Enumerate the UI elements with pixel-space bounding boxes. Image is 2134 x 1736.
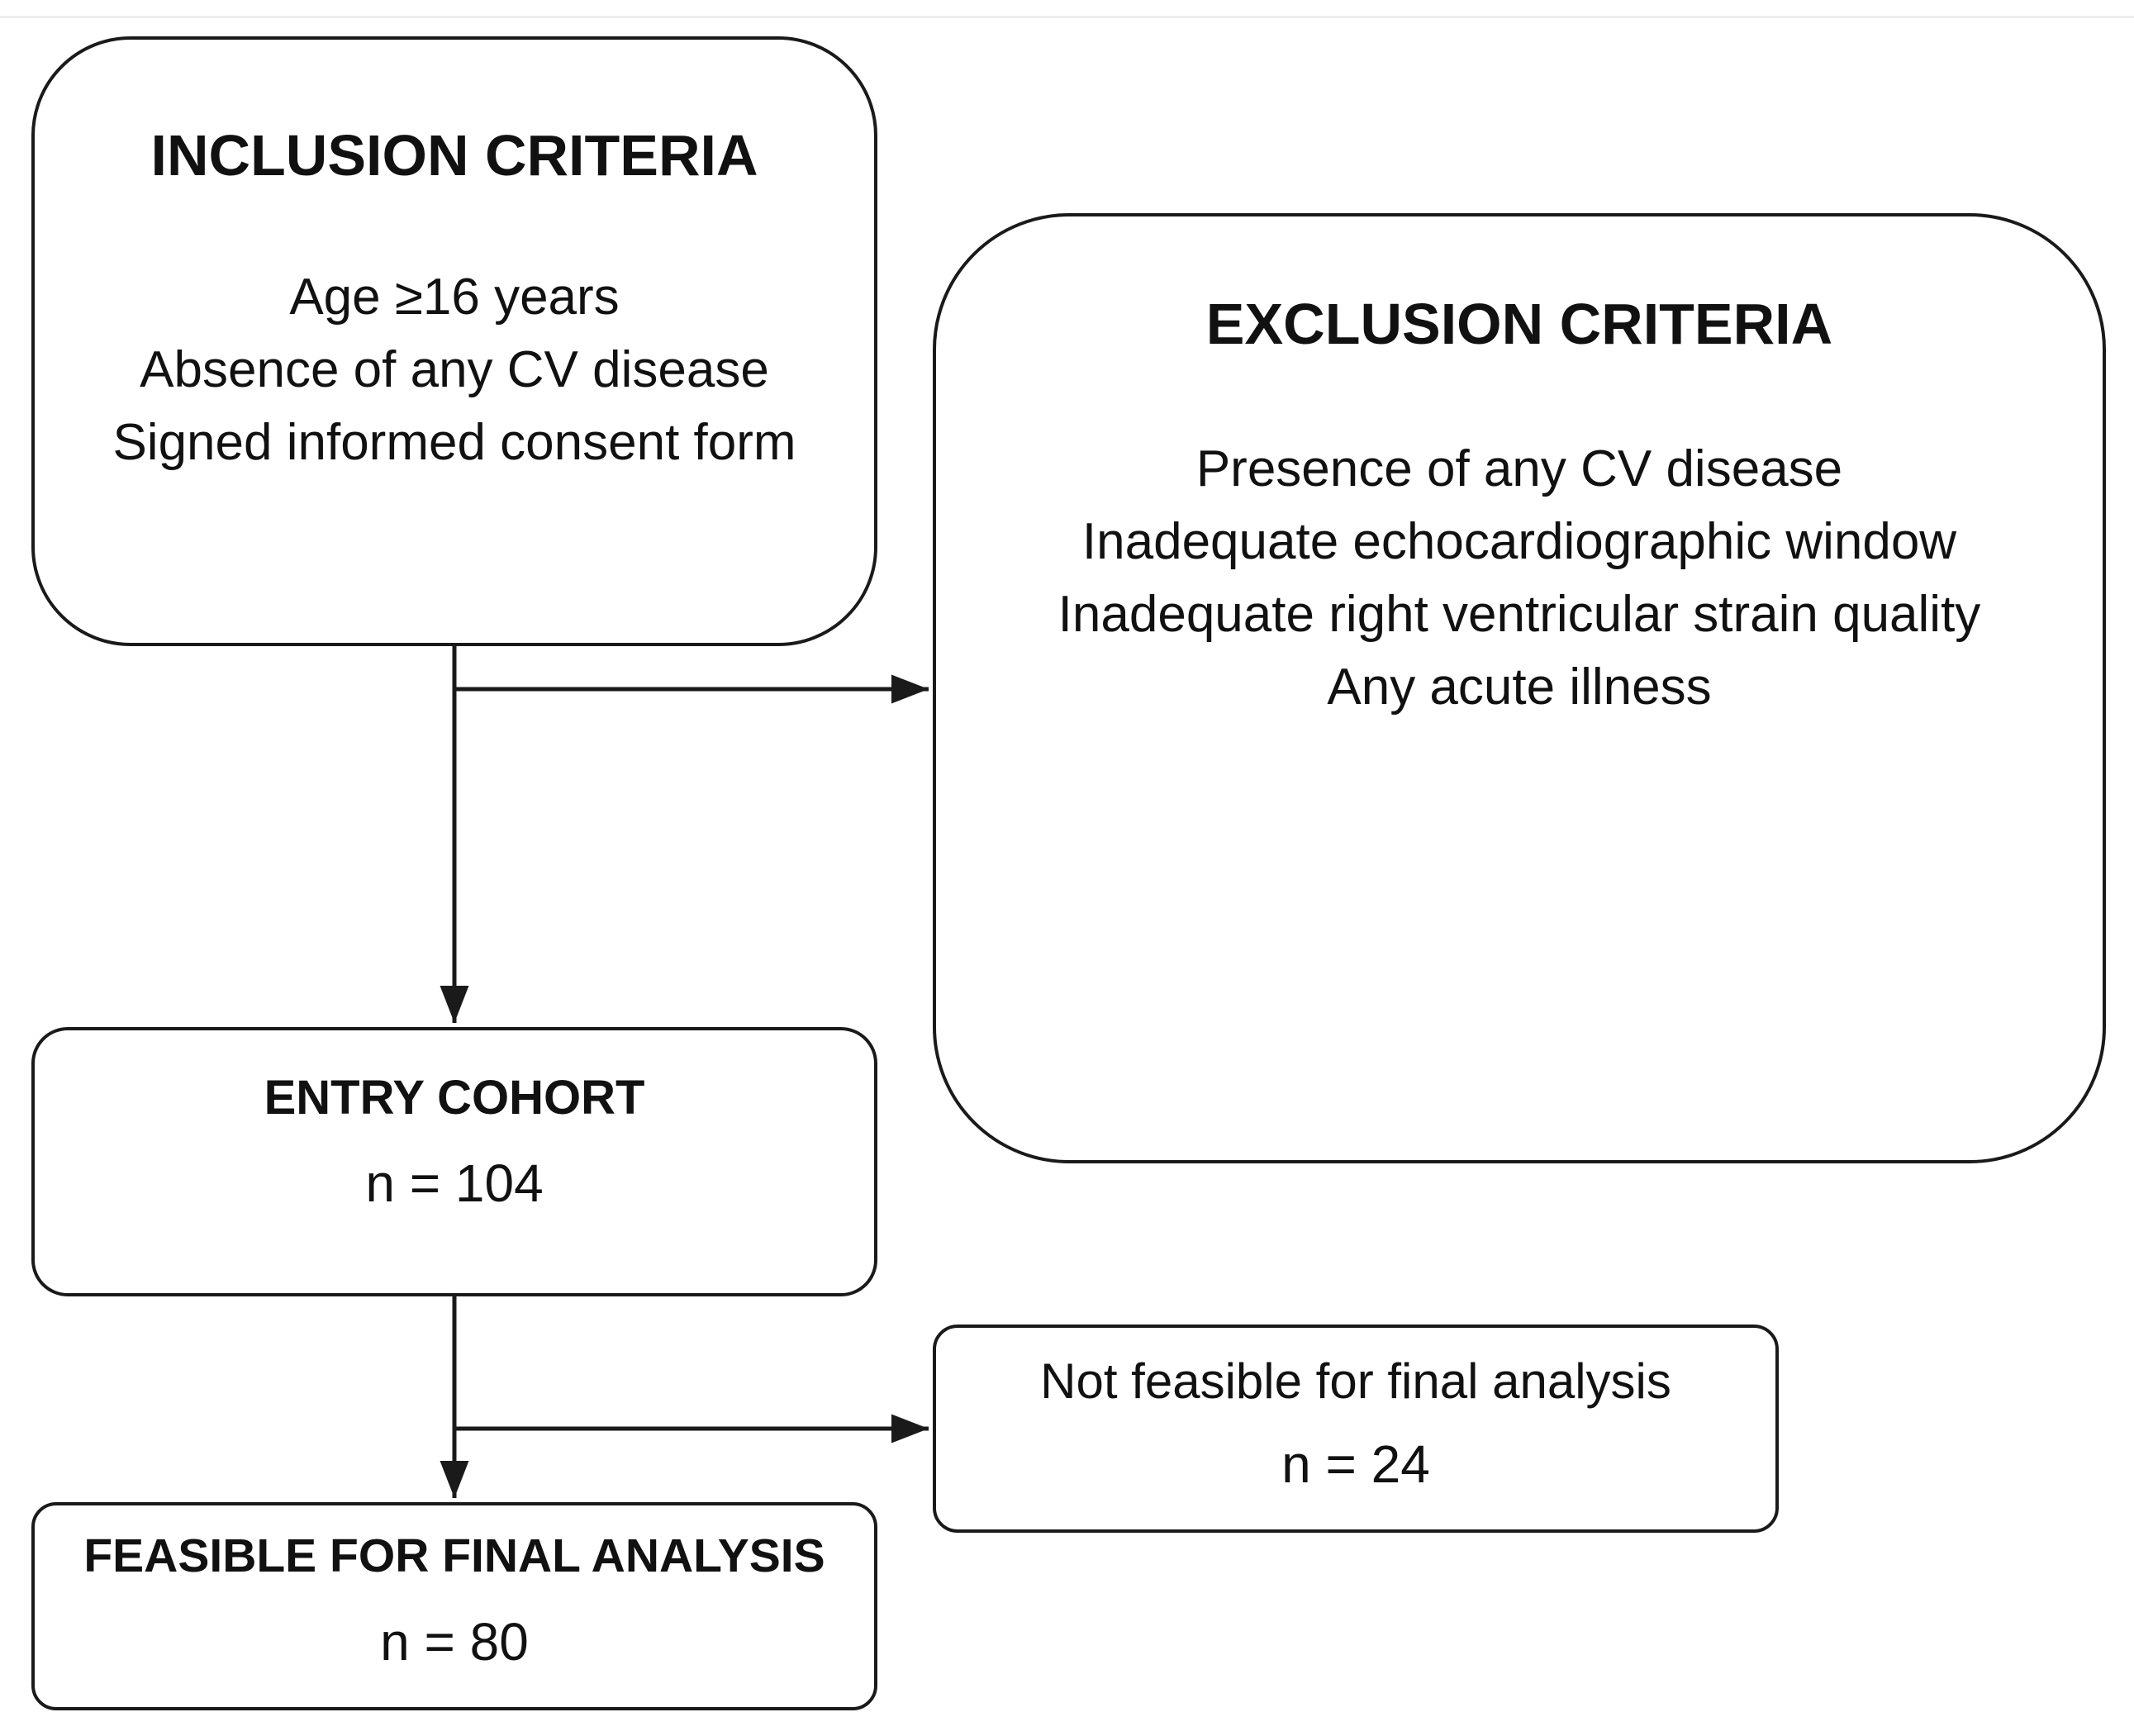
exclusion-item: Any acute illness [1327, 659, 1712, 716]
exclusion-item: Inadequate right ventricular strain qual… [1057, 586, 1981, 643]
inclusion-item: Signed informed consent form [112, 414, 796, 471]
exclusion-criteria-box: EXCLUSION CRITERIA Presence of any CV di… [933, 213, 2106, 1163]
exclusion-criteria-title: EXCLUSION CRITERIA [1205, 292, 1833, 356]
inclusion-item: Age ≥16 years [289, 269, 620, 326]
inclusion-item: Absence of any CV disease [140, 341, 769, 398]
inclusion-criteria-list: Age ≥16 years Absence of any CV disease … [35, 261, 874, 479]
final-analysis-box: FEASIBLE FOR FINAL ANALYSIS n = 80 [31, 1502, 877, 1710]
entry-cohort-count: n = 104 [365, 1153, 544, 1213]
exclusion-item: Inadequate echocardiographic window [1081, 513, 1957, 570]
not-feasible-count: n = 24 [1281, 1434, 1430, 1494]
not-feasible-label: Not feasible for final analysis [1040, 1353, 1671, 1409]
exclusion-item: Presence of any CV disease [1195, 440, 1843, 497]
inclusion-criteria-box: INCLUSION CRITERIA Age ≥16 years Absence… [31, 36, 877, 646]
top-border [0, 0, 2134, 18]
inclusion-criteria-title: INCLUSION CRITERIA [150, 123, 758, 188]
entry-cohort-title: ENTRY COHORT [264, 1071, 645, 1125]
final-analysis-count: n = 80 [380, 1612, 529, 1672]
entry-cohort-box: ENTRY COHORT n = 104 [31, 1027, 877, 1296]
not-feasible-box: Not feasible for final analysis n = 24 [933, 1325, 1779, 1533]
final-analysis-title: FEASIBLE FOR FINAL ANALYSIS [83, 1529, 825, 1582]
exclusion-criteria-list: Presence of any CV disease Inadequate ec… [936, 433, 2103, 724]
